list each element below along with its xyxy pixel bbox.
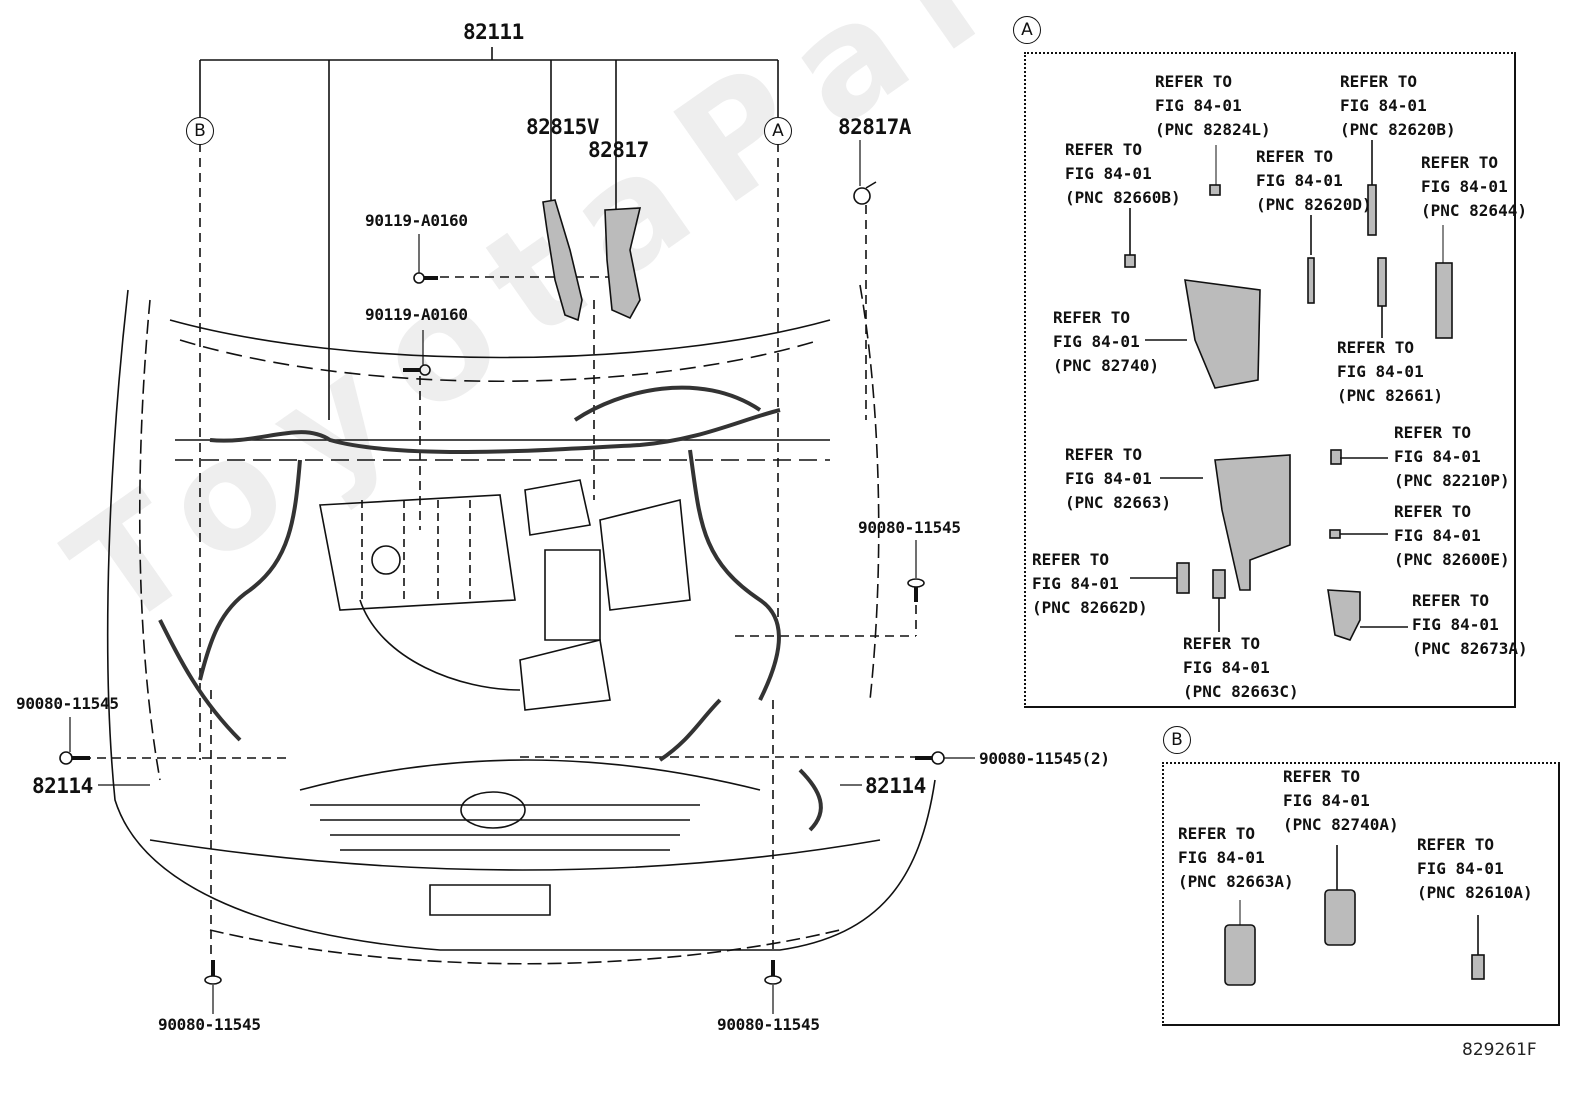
part-82815v-shape	[542, 199, 583, 322]
harness-leader-lines	[199, 47, 779, 420]
bolt-label-90080-right-mid[interactable]: 90080-11545	[858, 518, 961, 537]
detail-a-panel	[1024, 52, 1516, 708]
part-82817a-shape	[853, 181, 877, 205]
bolt-90080-right-mid-icon	[907, 578, 925, 602]
detail-b-part-icons	[1224, 845, 1485, 986]
vehicle-body-outline	[106, 284, 936, 965]
bolt-label-90080-right-pair[interactable]: 90080-11545(2)	[979, 749, 1110, 768]
detail-a-marker: A	[1013, 16, 1041, 44]
bolt-label-90080-left[interactable]: 90080-11545	[16, 694, 119, 713]
bolt-90080-bottom-left-icon	[204, 960, 222, 985]
detail-b-marker: B	[1163, 726, 1191, 754]
bolt-label-90119-upper[interactable]: 90119-A0160	[365, 211, 468, 230]
wire-harness	[158, 385, 823, 832]
part-label-82815v[interactable]: 82815V	[526, 115, 599, 139]
detail-b-panel	[1162, 762, 1560, 1026]
connector-label-82114-right[interactable]: 82114	[865, 774, 926, 798]
bolt-label-90080-bottom-right[interactable]: 90080-11545	[717, 1015, 820, 1034]
bolt-90080-right-pair-icon	[915, 751, 945, 765]
bolt-icons	[59, 272, 945, 985]
bolt-label-90119-lower[interactable]: 90119-A0160	[365, 305, 468, 324]
bolt-label-90080-bottom-left[interactable]: 90080-11545	[158, 1015, 261, 1034]
callout-leaders	[69, 140, 975, 1014]
view-marker-b[interactable]: B	[186, 117, 214, 145]
harness-label-82111: 82111	[463, 20, 524, 44]
detail-a-part-icons	[1124, 140, 1453, 641]
bolt-90080-bottom-right-icon	[764, 960, 782, 985]
connector-label-82114-left[interactable]: 82114	[32, 774, 93, 798]
part-label-82817a[interactable]: 82817A	[838, 115, 911, 139]
bolt-90119-upper-icon	[413, 272, 438, 284]
view-marker-a[interactable]: A	[764, 117, 792, 145]
part-label-82817[interactable]: 82817	[588, 138, 649, 162]
bolt-90119-lower-icon	[403, 364, 431, 376]
dashed-drop-lines	[82, 143, 918, 955]
part-82817-shape	[604, 207, 642, 320]
bolt-90080-left-icon	[59, 751, 90, 765]
engine-bay-outline	[319, 479, 691, 711]
figure-number: 829261F	[1462, 1040, 1537, 1060]
